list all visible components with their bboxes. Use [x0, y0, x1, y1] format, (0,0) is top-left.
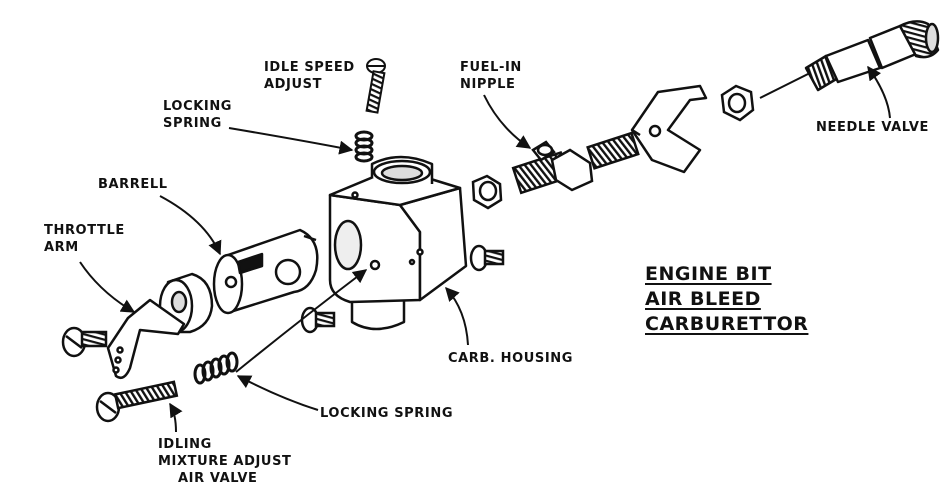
label-line: ARM [44, 240, 79, 255]
locking-spring-top [354, 130, 374, 163]
label-idle-speed-adjust: IDLE SPEED ADJUST [264, 59, 355, 93]
label-line: NIPPLE [460, 77, 516, 92]
idle-speed-screw [365, 58, 386, 114]
label-line: FUEL-IN [460, 60, 522, 75]
label-barrell: BARRELL [98, 177, 168, 192]
label-line: SPRING [163, 116, 222, 131]
needle-bracket [630, 84, 708, 174]
leader-lines [79, 65, 891, 433]
barrell [212, 228, 319, 315]
carb-housing [328, 155, 468, 331]
label-needle-valve: NEEDLE VALVE [816, 120, 929, 135]
label-idling-mixture: IDLING MIXTURE ADJUST AIR VALVE [158, 436, 292, 487]
throttle-arm [106, 272, 214, 379]
title-line: ENGINE BIT [645, 263, 772, 285]
label-line: AIR VALVE [178, 471, 258, 486]
label-throttle-arm: THROTTLE ARM [44, 222, 125, 256]
hex-nut-right [720, 84, 755, 122]
label-carb-housing: CARB. HOUSING [448, 351, 574, 366]
title-line: AIR BLEED [645, 288, 761, 310]
diagram-title: ENGINE BIT AIR BLEED CARBURETTOR [645, 262, 808, 337]
idling-mixture-screw [95, 380, 179, 423]
housing-screw-right [469, 244, 505, 272]
fuel-in-nipple [511, 131, 640, 195]
arm-screw [61, 326, 108, 358]
label-locking-spring-bottom: LOCKING SPRING [320, 406, 454, 421]
locking-spring-bottom [193, 351, 239, 385]
label-line: MIXTURE ADJUST [158, 454, 292, 469]
label-line: ADJUST [264, 77, 323, 92]
label-fuel-in-nipple: FUEL-IN NIPPLE [460, 59, 522, 93]
label-line: IDLING [158, 437, 212, 452]
hex-nut-left [471, 174, 503, 210]
title-line: CARBURETTOR [645, 313, 809, 335]
label-line: IDLE SPEED [264, 60, 355, 75]
label-locking-spring-top: LOCKING SPRING [163, 98, 232, 132]
housing-screw-bottom [300, 306, 336, 334]
label-line: THROTTLE [44, 223, 125, 238]
needle-valve [759, 20, 940, 99]
label-line: LOCKING [163, 99, 233, 114]
